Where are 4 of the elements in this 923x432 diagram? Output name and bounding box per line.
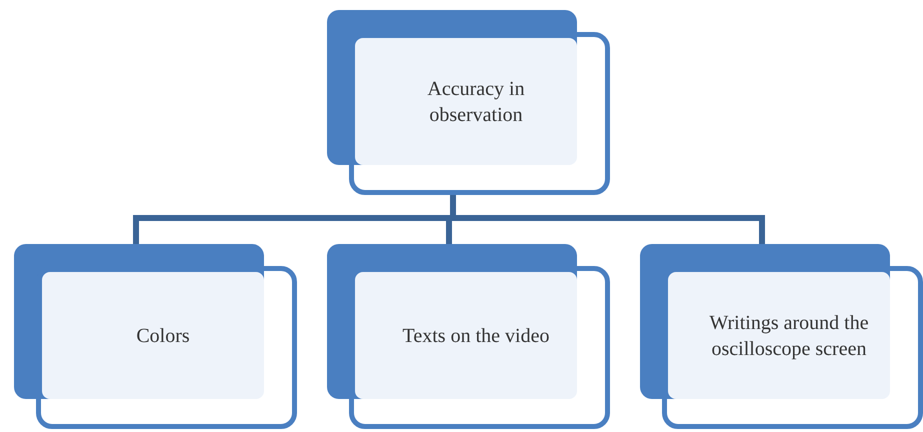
node-label: Writings around the oscilloscope screen [708,310,870,362]
node-label: Colors [136,324,190,348]
node-label: Texts on the video [402,324,550,348]
node-label: Accuracy in observation [426,76,526,128]
